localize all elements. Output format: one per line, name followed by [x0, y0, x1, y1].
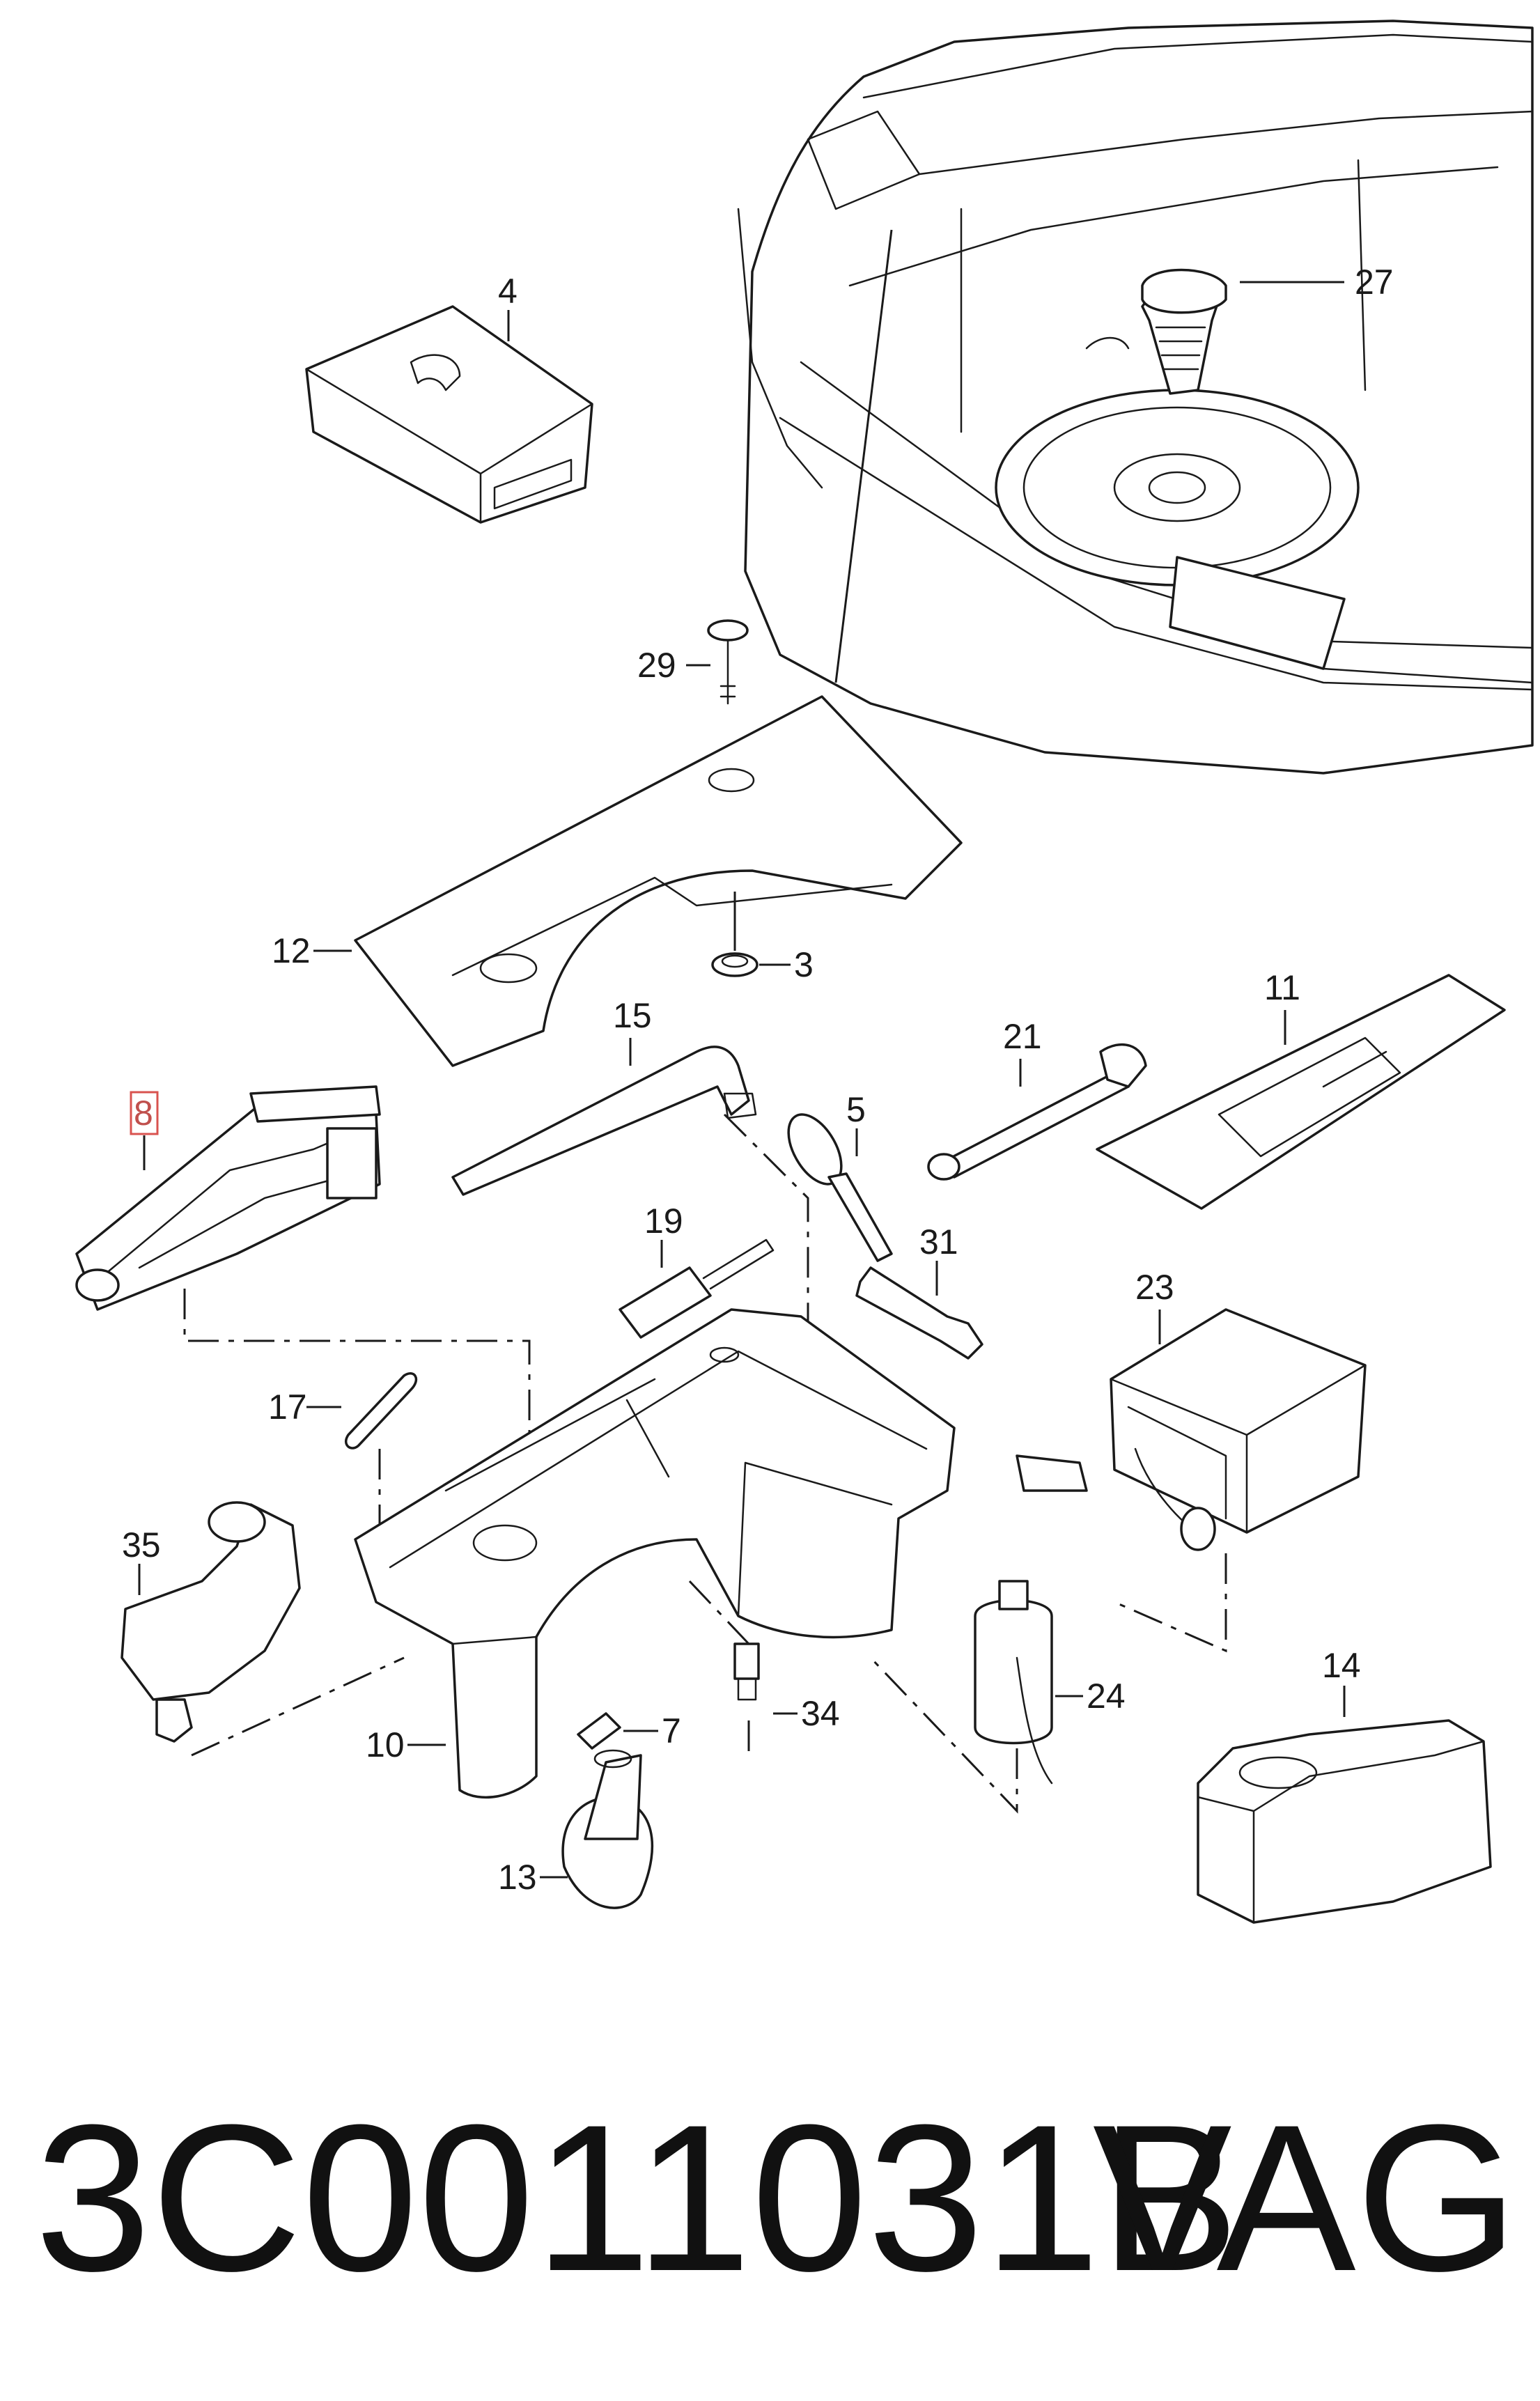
- floor-cover-part-12: [354, 695, 963, 1067]
- footer: 3C0011031B VAG: [35, 2083, 1518, 2313]
- screwdriver-part-19: [619, 1238, 775, 1339]
- part-number: 3C0011031B: [35, 2081, 1240, 2315]
- wheel-brace-part-15: [451, 1046, 757, 1196]
- sealant-bottle-part-24: [974, 1580, 1053, 1785]
- tool-tray-part-10: [354, 1308, 956, 1799]
- callout-19: 19: [644, 1202, 683, 1241]
- callout-21: 21: [1003, 1017, 1042, 1056]
- callout-14: 14: [1322, 1646, 1361, 1685]
- callout-31: 31: [919, 1222, 958, 1261]
- callout-8-highlight: [130, 1091, 159, 1135]
- bracket-part-35: [120, 1501, 301, 1743]
- callout-24: 24: [1087, 1677, 1126, 1716]
- callout-35: 35: [122, 1525, 161, 1564]
- car-trunk-illustration: [737, 20, 1534, 775]
- callout-27: 27: [1355, 263, 1394, 302]
- tow-hook-part-5: [787, 1113, 893, 1262]
- callout-7: 7: [662, 1711, 681, 1750]
- callout-23: 23: [1135, 1268, 1174, 1307]
- callout-13: 13: [498, 1858, 537, 1897]
- callout-29: 29: [637, 646, 676, 685]
- tool-case-part-4: [305, 305, 593, 524]
- callout-17: 17: [268, 1388, 307, 1427]
- jack-pad-part-13: [561, 1749, 654, 1909]
- tool-part-21: [927, 1043, 1147, 1181]
- grommet-part-3: [711, 952, 759, 977]
- clip-part-17: [344, 1372, 418, 1450]
- bolt-part-34: [733, 1642, 760, 1701]
- callout-8: 8: [134, 1094, 153, 1133]
- callout-11: 11: [1264, 968, 1300, 1007]
- clip-nut-part-7: [577, 1712, 621, 1750]
- compressor-part-23: [1016, 1308, 1367, 1551]
- callout-4: 4: [498, 272, 518, 311]
- foam-insert-part-14: [1197, 1719, 1492, 1924]
- callout-3: 3: [794, 945, 814, 984]
- wrench-part-31: [855, 1266, 983, 1360]
- callout-10: 10: [366, 1725, 405, 1764]
- callout-5: 5: [846, 1090, 866, 1129]
- car-jack-part-8: [75, 1085, 381, 1311]
- brand-name: VAG: [1092, 2081, 1518, 2315]
- trunk-mat-part-11: [1096, 974, 1506, 1210]
- callout-12: 12: [272, 931, 311, 970]
- callout-15: 15: [613, 996, 652, 1035]
- screw-part-29: [707, 619, 749, 705]
- callout-34: 34: [801, 1694, 840, 1733]
